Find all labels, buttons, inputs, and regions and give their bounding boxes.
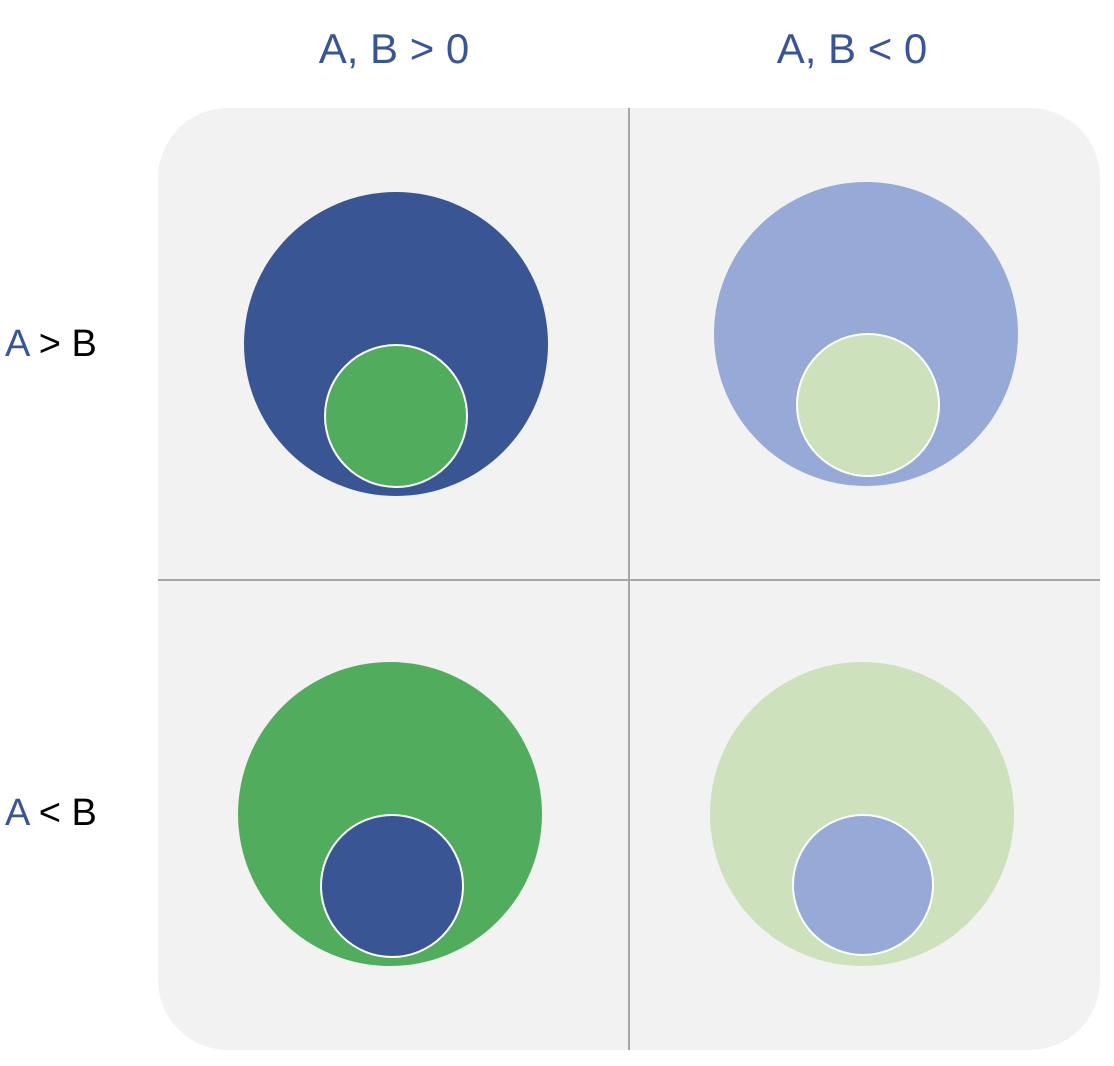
inner-circle	[324, 344, 468, 488]
horizontal-divider	[158, 579, 1100, 581]
outer-circle	[238, 662, 542, 966]
inner-circle	[792, 814, 934, 956]
column-header-negative: A, B < 0	[776, 25, 928, 72]
quadrant-bottom-left	[238, 662, 542, 966]
outer-circle	[710, 662, 1014, 966]
inner-circle	[320, 814, 464, 958]
quadrant-bottom-right	[710, 662, 1014, 966]
quadrant-top-left	[244, 192, 548, 496]
column-header-positive: A, B > 0	[318, 25, 470, 72]
row-label-var-a: A	[5, 792, 29, 834]
row-label-rest: > B	[28, 323, 97, 365]
row-label-var-a: A	[5, 323, 29, 365]
row-label-rest: < B	[28, 792, 97, 834]
row-label-a-less-b: A < B	[5, 791, 97, 835]
quadrant-top-right	[714, 182, 1018, 486]
inner-circle	[796, 333, 940, 477]
row-label-a-greater-b: A > B	[5, 322, 97, 366]
